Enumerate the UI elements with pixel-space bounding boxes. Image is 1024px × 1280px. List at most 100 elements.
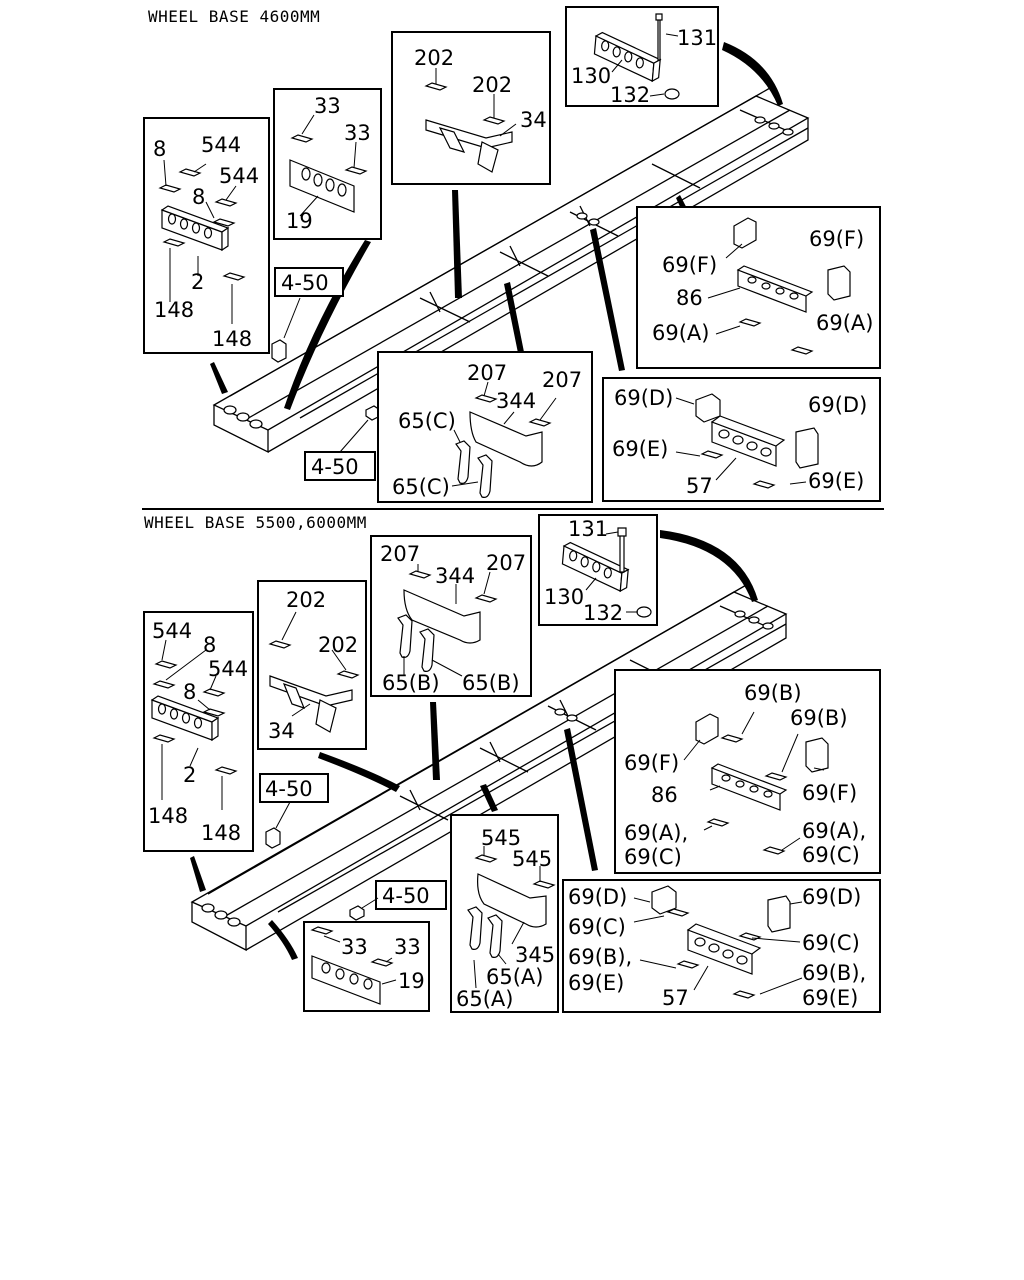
label-69c: 69(C) — [568, 915, 626, 939]
label-148: 148 — [212, 327, 252, 351]
panel-bracket-86: 69(F) 69(F) 86 69(A) 69(A) — [636, 206, 881, 369]
label-69f: 69(F) — [802, 781, 857, 805]
panel-bracket-57: 69(D) 69(D) 69(E) 57 69(E) — [602, 377, 881, 502]
label-2: 2 — [191, 270, 204, 294]
label-207: 207 — [542, 368, 582, 392]
panel-crossmember-207: 207 207 344 65(C) 65(C) — [377, 351, 593, 503]
label-69e: 69(E) — [808, 469, 864, 493]
panel-bracket-57: 69(D) 69(D) 69(C) 69(C) 69(B), 69(E) 57 … — [562, 879, 881, 1013]
label-130: 130 — [544, 585, 584, 609]
label-69e: 69(E) — [802, 986, 858, 1010]
label-69a: 69(A) — [816, 311, 873, 335]
panel-crossmember-545: 545 545 345 65(A) 65(A) — [450, 814, 559, 1013]
label-130: 130 — [571, 64, 611, 88]
ref-label: 4-50 — [311, 455, 359, 479]
label-202: 202 — [286, 588, 326, 612]
label-344: 344 — [496, 389, 536, 413]
label-34: 34 — [268, 719, 295, 743]
label-69b: 69(B), — [568, 945, 632, 969]
panel-crossmember-33: 33 33 19 — [303, 921, 430, 1012]
panel-bolt: 131 130 132 — [538, 514, 658, 626]
label-19: 19 — [286, 209, 313, 233]
label-69d: 69(D) — [614, 386, 673, 410]
label-69b: 69(B) — [790, 706, 848, 730]
section-wheelbase-5500-6000: WHEEL BASE 5500,6000MM — [143, 513, 881, 1013]
label-69d: 69(D) — [808, 393, 867, 417]
label-69b: 69(B), — [802, 961, 866, 985]
label-544: 544 — [219, 164, 259, 188]
panel-crossmember-202: 202 202 34 — [257, 580, 367, 750]
label-33: 33 — [341, 935, 368, 959]
label-207: 207 — [380, 542, 420, 566]
label-65c: 65(C) — [392, 475, 450, 499]
label-69d: 69(D) — [568, 885, 627, 909]
label-148: 148 — [148, 804, 188, 828]
label-2: 2 — [183, 763, 196, 787]
label-345: 345 — [515, 943, 555, 967]
label-69c: 69(C) — [624, 845, 682, 869]
label-65c: 65(C) — [398, 409, 456, 433]
label-65b: 65(B) — [382, 671, 440, 695]
label-57: 57 — [662, 986, 689, 1010]
panel-bracket-86: 69(B) 69(B) 69(F) 86 69(F) 69(A), 69(C) … — [614, 669, 881, 874]
label-8: 8 — [192, 185, 205, 209]
label-33: 33 — [344, 121, 371, 145]
ref-4-50-lower[interactable]: 4-50 — [304, 405, 381, 481]
label-207: 207 — [486, 551, 526, 575]
label-148: 148 — [201, 821, 241, 845]
label-8: 8 — [183, 680, 196, 704]
chassis-frame — [190, 583, 788, 952]
label-69d: 69(D) — [802, 885, 861, 909]
ref-4-50-lower[interactable]: 4-50 — [349, 880, 447, 921]
label-207: 207 — [467, 361, 507, 385]
panel-crossmember-8: 544 8 544 8 2 148 148 — [143, 611, 254, 852]
label-132: 132 — [583, 601, 623, 625]
label-344: 344 — [435, 564, 475, 588]
label-65a: 65(A) — [486, 965, 543, 989]
ref-label: 4-50 — [265, 777, 313, 801]
panel-crossmember-33: 33 33 19 — [273, 88, 382, 240]
label-69b: 69(B) — [744, 681, 802, 705]
section-wheelbase-4600: WHEEL BASE 4600MM — [143, 6, 881, 503]
label-69e: 69(E) — [612, 437, 668, 461]
ref-label: 4-50 — [281, 271, 329, 295]
label-86: 86 — [676, 286, 703, 310]
label-57: 57 — [686, 474, 713, 498]
label-69f: 69(F) — [662, 253, 717, 277]
panel-bolt: 131 130 132 — [565, 6, 719, 107]
label-131: 131 — [568, 517, 608, 541]
label-69a: 69(A), — [802, 819, 866, 843]
label-65b: 65(B) — [462, 671, 520, 695]
label-545: 545 — [481, 826, 521, 850]
label-69c: 69(C) — [802, 931, 860, 955]
label-69e: 69(E) — [568, 971, 624, 995]
panel-crossmember-202: 202 202 34 — [391, 31, 551, 185]
label-148: 148 — [154, 298, 194, 322]
label-202: 202 — [414, 46, 454, 70]
label-202: 202 — [318, 633, 358, 657]
label-69a: 69(A) — [652, 321, 709, 345]
label-545: 545 — [512, 847, 552, 871]
label-86: 86 — [651, 783, 678, 807]
label-202: 202 — [472, 73, 512, 97]
label-34: 34 — [520, 108, 547, 132]
section-title: WHEEL BASE 5500,6000MM — [144, 513, 367, 532]
label-8: 8 — [153, 137, 166, 161]
label-132: 132 — [610, 83, 650, 107]
label-69f: 69(F) — [624, 751, 679, 775]
panel-crossmember-207: 207 344 207 65(B) 65(B) — [370, 535, 532, 697]
ref-4-50-upper[interactable]: 4-50 — [259, 773, 329, 849]
label-544: 544 — [152, 619, 192, 643]
ref-4-50-upper[interactable]: 4-50 — [271, 267, 344, 363]
label-19: 19 — [398, 969, 425, 993]
label-33: 33 — [314, 94, 341, 118]
label-69f: 69(F) — [809, 227, 864, 251]
ref-label: 4-50 — [382, 884, 430, 908]
label-69c: 69(C) — [802, 843, 860, 867]
label-544: 544 — [208, 657, 248, 681]
label-33: 33 — [394, 935, 421, 959]
label-544: 544 — [201, 133, 241, 157]
section-title: WHEEL BASE 4600MM — [148, 7, 320, 26]
label-69a: 69(A), — [624, 821, 688, 845]
